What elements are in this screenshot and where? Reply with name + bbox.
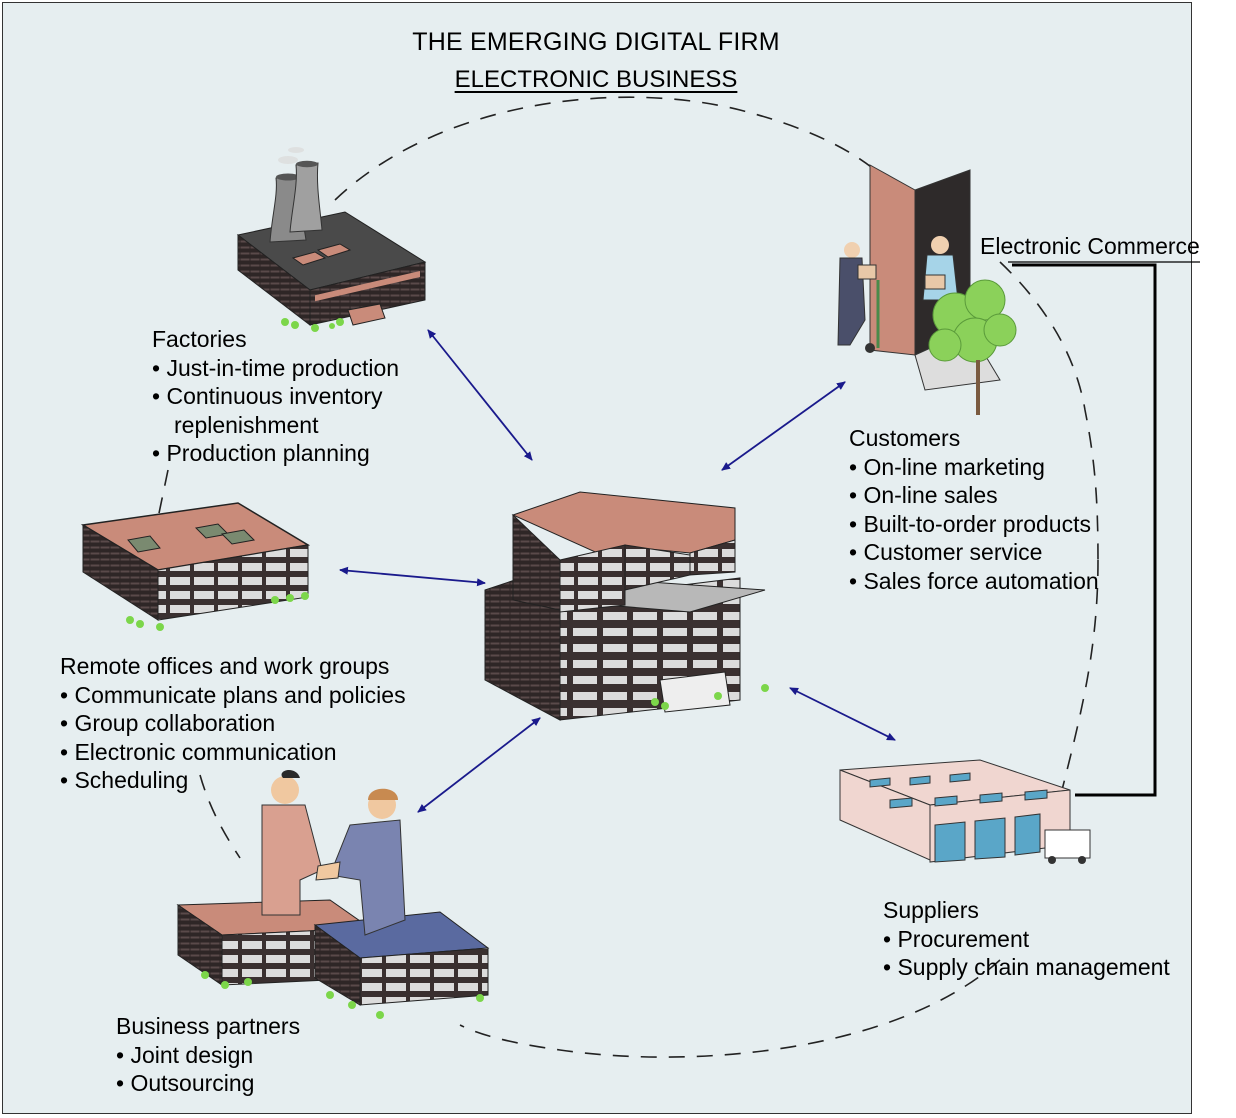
arrow-hq-partners [417, 717, 541, 813]
customers-item: On-line marketing [849, 453, 1099, 482]
factories-item-continuation: replenishment [174, 411, 319, 438]
customers-label: Customers On-line marketing On-line sale… [849, 424, 1099, 595]
headquarters-illustration [484, 491, 769, 721]
ring-segment-right-upper [999, 261, 1099, 561]
remote-heading: Remote offices and work groups [60, 653, 390, 679]
subtitle-text: ELECTRONIC BUSINESS [454, 66, 738, 93]
suppliers-heading: Suppliers [883, 897, 979, 923]
suppliers-item: Procurement [883, 925, 1170, 954]
customer-illustration [837, 164, 1017, 415]
ecommerce-bracket [1012, 263, 1157, 797]
customers-item: Sales force automation [849, 567, 1098, 596]
customers-item: On-line sales [849, 481, 1099, 510]
suppliers-item: Supply chain management [883, 953, 1169, 982]
remote-office-illustration [80, 502, 311, 631]
partners-heading: Business partners [116, 1013, 301, 1039]
customers-heading: Customers [849, 425, 961, 451]
diagram-subtitle: ELECTRONIC BUSINESS [0, 66, 1192, 94]
suppliers-label: Suppliers Procurement Supply chain manag… [883, 896, 1170, 982]
ring-segment-left-upper [157, 469, 169, 519]
partners-item: Outsourcing [116, 1069, 300, 1098]
factories-heading: Factories [152, 326, 247, 352]
factories-item: Just-in-time production [152, 354, 399, 383]
remote-offices-label: Remote offices and work groups Communica… [60, 652, 406, 795]
arrow-hq-suppliers [789, 687, 896, 741]
customers-item: Built-to-order products [849, 510, 1099, 539]
customers-item: Customer service [849, 538, 1099, 567]
arrow-hq-remote [339, 566, 486, 587]
factories-label: Factories Just-in-time production Contin… [152, 325, 399, 468]
supplier-illustration [839, 759, 1091, 864]
factory-illustration [236, 147, 427, 332]
remote-item: Group collaboration [60, 709, 406, 738]
partners-item: Joint design [116, 1041, 300, 1070]
ecommerce-label: Electronic Commerce [980, 233, 1200, 259]
arrow-hq-factories [427, 329, 533, 461]
factories-item: Production planning [152, 439, 399, 468]
factories-item: Continuous inventory [152, 382, 399, 411]
remote-item: Communicate plans and policies [60, 681, 405, 710]
partners-illustration [176, 770, 490, 1019]
diagram-title: THE EMERGING DIGITAL FIRM [412, 28, 780, 56]
partners-label: Business partners Joint design Outsourci… [116, 1012, 300, 1098]
remote-item: Scheduling [60, 766, 406, 795]
ring-segment-top [334, 96, 876, 201]
arrows [339, 329, 896, 813]
arrow-hq-customers [721, 381, 846, 471]
ring-segment-bottom-right [459, 959, 1001, 1058]
remote-item: Electronic communication [60, 738, 406, 767]
